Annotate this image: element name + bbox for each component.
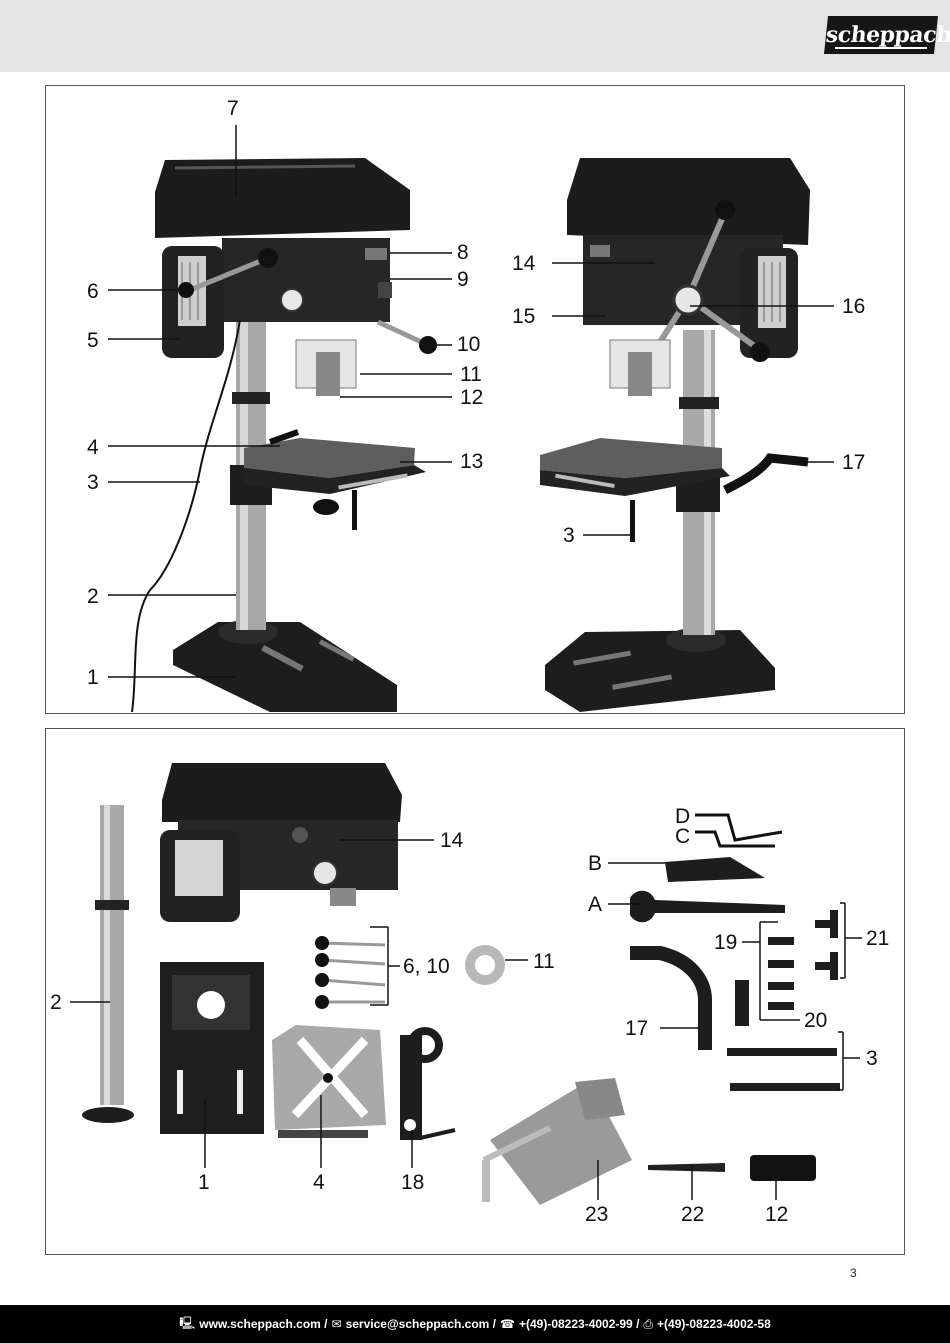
callout-base-part: 1 [198, 1171, 210, 1194]
callout-fitting-20: 20 [804, 1009, 828, 1032]
callout-crank-part: 17 [625, 1017, 649, 1040]
taper-arbor [648, 1163, 725, 1172]
callout-key-d: D [675, 805, 691, 828]
drill-press-rear-view [540, 158, 810, 712]
callout-bracket-lock: 3 [87, 471, 99, 494]
callout-feed-handle: 10 [457, 333, 481, 356]
wrench-b [665, 857, 765, 882]
footer-fax: +(49)-08223-4002-58 [657, 1317, 771, 1331]
callout-chuck: 12 [460, 386, 484, 409]
callout-depth-display: 8 [457, 241, 469, 264]
monitor-icon: 🖳 [179, 1315, 196, 1330]
figure-2-leaders [70, 839, 862, 1200]
fittings [815, 910, 838, 980]
callout-crank: 17 [842, 451, 866, 474]
callout-vice: 23 [585, 1203, 609, 1226]
drill-press-front-view [131, 158, 437, 713]
hub-part [465, 945, 505, 985]
table-part [272, 1025, 386, 1138]
screws [735, 937, 794, 1026]
callout-column: 2 [87, 585, 99, 608]
callout-key-c: C [675, 825, 691, 848]
footer-phone: +(49)-08223-4002-99 / [518, 1317, 640, 1331]
footer-bar: 🖳 www.scheppach.com / ✉ service@scheppac… [0, 1305, 950, 1343]
callout-table-part: 4 [313, 1171, 325, 1194]
callout-hub-part: 11 [533, 950, 555, 973]
callout-belt-tension: 6 [87, 280, 99, 303]
callout-hub: 16 [842, 295, 866, 318]
lock-levers [727, 1048, 840, 1091]
callout-switch: 9 [457, 268, 469, 291]
callout-wrench-a: A [588, 893, 603, 916]
phone-icon: ☎ [500, 1317, 515, 1331]
envelope-icon: ✉ [331, 1317, 342, 1331]
callout-column-part: 2 [50, 991, 62, 1014]
callout-motor: 5 [87, 329, 99, 352]
crank-part [630, 946, 712, 1050]
callout-head-part: 14 [440, 829, 464, 852]
figure-1-leaders [108, 125, 834, 678]
callout-fittings: 21 [866, 927, 890, 950]
base-plate-part [160, 962, 264, 1134]
machine-vice [482, 1078, 632, 1205]
fax-icon: ⎙ [643, 1316, 654, 1331]
callout-chuck-part: 12 [765, 1203, 789, 1226]
callout-table: 13 [460, 450, 484, 473]
callout-handles: 6, 10 [403, 955, 450, 978]
page-number: 3 [850, 1266, 857, 1280]
callout-head-cover: 7 [227, 97, 239, 120]
column-part [82, 805, 134, 1123]
callout-wrench-b: B [588, 852, 603, 875]
drill-chuck [750, 1155, 816, 1181]
callout-depth-stop: 15 [512, 305, 536, 328]
callout-lock-rear: 3 [563, 524, 575, 547]
header-band [0, 0, 950, 72]
head-assembly [160, 763, 402, 922]
callout-bracket-part: 18 [401, 1171, 425, 1194]
callout-table-lock: 4 [87, 436, 99, 459]
hex-keys [695, 813, 783, 848]
callout-chuck-guard: 11 [460, 363, 482, 386]
table-bracket-part [400, 1027, 456, 1140]
callout-base: 1 [87, 666, 99, 689]
callout-taper: 22 [681, 1203, 705, 1226]
footer-website[interactable]: www.scheppach.com / [199, 1317, 328, 1331]
handle-set [321, 941, 386, 1004]
footer-email[interactable]: service@scheppach.com / [345, 1317, 497, 1331]
wrench-a [630, 890, 785, 923]
callout-levers: 3 [866, 1047, 878, 1070]
callout-screws: 19 [714, 931, 738, 954]
callout-head-rear: 14 [512, 252, 536, 275]
logo-underline [835, 47, 927, 49]
